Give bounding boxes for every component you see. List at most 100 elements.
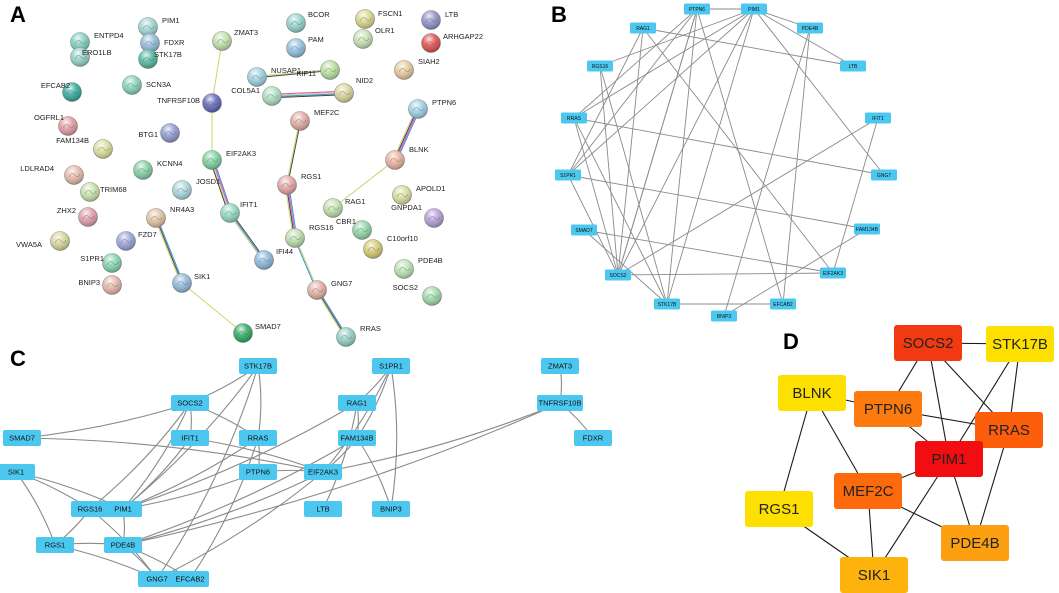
a-node-scn3a: SCN3A [122, 75, 171, 95]
a-label-bnip3: BNIP3 [78, 278, 100, 287]
a-node-siah2: SIAH2 [394, 57, 440, 80]
c-edge-eif2ak3-gng7 [156, 471, 324, 580]
c-label-rgs1: RGS1 [45, 541, 65, 550]
c-label-s1pr1: S1PR1 [379, 362, 403, 371]
c-edge-rag1-ltb [322, 402, 358, 510]
a-node-ero1lb: ERO1LB [70, 47, 112, 67]
d-node-pim1: PIM1 [915, 441, 983, 477]
a-label-rag1: RAG1 [345, 197, 365, 206]
b-node-eif2ak3: EIF2AK3 [820, 267, 846, 279]
b-node-ptpn6: PTPN6 [684, 3, 710, 15]
d-edge-rras-pde4b [974, 429, 1010, 544]
b-node-smad7: SMAD7 [571, 224, 597, 236]
a-label-btg1: BTG1 [138, 130, 158, 139]
a-edge-nusap1-kif11 [257, 70, 331, 79]
a-node-nusap1: NUSAP1 [247, 66, 301, 87]
a-edge-col5a1-nid2 [271, 90, 344, 95]
a-node-tnfrsf10b: TNFRSF10B [157, 93, 222, 113]
c-node-s1pr1: S1PR1 [372, 358, 410, 374]
c-node-zmat3: ZMAT3 [541, 358, 579, 374]
a-label-rras: RRAS [360, 324, 381, 333]
b-label-fam134b: FAM134B [856, 227, 879, 233]
a-node-ifit1: IFIT1 [220, 200, 258, 223]
c-label-stk17b: STK17B [244, 362, 272, 371]
a-label-pde4b: PDE4B [418, 256, 443, 265]
c-edge-socs2-rgs16 [89, 402, 191, 510]
c-edge-rras-pim1 [122, 437, 259, 510]
a-node-socs2: SOCS2 [393, 283, 442, 306]
a-label-ldlrad4: LDLRAD4 [20, 164, 54, 173]
b-edge-rag1-ltb [642, 27, 854, 67]
d-edge-socs2-pim1 [927, 342, 950, 460]
a-node-ptpn6: PTPN6 [408, 98, 456, 119]
b-edge-pim1-socs2 [617, 8, 755, 276]
a-label-s1pr1: S1PR1 [80, 254, 104, 263]
c-edge-socs2-smad7 [21, 402, 191, 439]
c-edge-tnfrsf10b-pde4b [122, 402, 561, 546]
b-node-ifit1: IFIT1 [865, 112, 891, 124]
b-label-socs2: SOCS2 [610, 273, 627, 279]
c-node-pde4b: PDE4B [104, 537, 142, 553]
a-label-zhx2: ZHX2 [57, 206, 76, 215]
b-label-rgs16: RGS16 [592, 64, 609, 70]
a-label-sik1: SIK1 [194, 272, 210, 281]
a-label-bcor: BCOR [308, 10, 330, 19]
b-node-pde4b: PDE4B [797, 22, 823, 34]
a-label-kcnn4: KCNN4 [157, 159, 182, 168]
d-label-rras: RRAS [988, 422, 1030, 439]
a-node-rras: RRAS [336, 324, 381, 347]
d-node-mef2c: MEF2C [834, 473, 902, 509]
a-node-eif2ak3: EIF2AK3 [202, 149, 256, 170]
a-label-nid2: NID2 [356, 76, 373, 85]
a-label-blnk: BLNK [409, 145, 429, 154]
a-node-fscn1: FSCN1 [355, 9, 403, 29]
d-node-rgs1: RGS1 [745, 491, 813, 527]
c-label-bnip3: BNIP3 [380, 505, 402, 514]
a-node-entpd4: ENTPD4 [70, 31, 124, 52]
a-label-tnfrsf10b: TNFRSF10B [157, 96, 200, 105]
c-node-gng7: GNG7 [138, 571, 176, 587]
a-edge-mef2c-rgs1 [285, 120, 300, 185]
a-label-vwa5a: VWA5A [16, 240, 42, 249]
a-node-zhx2: ZHX2 [57, 206, 98, 227]
b-label-rras: RRAS [567, 116, 582, 122]
c-edge-socs2-pim1 [122, 402, 191, 510]
a-node-blnk: BLNK [385, 145, 429, 170]
c-node-tnfrsf10b: TNFRSF10B [537, 395, 583, 411]
d-label-sik1: SIK1 [858, 567, 891, 584]
a-node-rgs16: RGS16 [285, 223, 334, 248]
a-node-ogfrl1: OGFRL1 [34, 113, 78, 136]
a-edge-mef2c-rgs1 [287, 121, 302, 186]
d-node-stk17b: STK17B [986, 326, 1054, 362]
c-label-ltb: LTB [316, 505, 329, 514]
c-node-rgs16: RGS16 [71, 501, 109, 517]
c-node-rras: RRAS [239, 430, 277, 446]
a-label-efcab2: EFCAB2 [41, 81, 70, 90]
a-label-ltb: LTB [445, 10, 458, 19]
b-edge-rras-socs2 [573, 117, 619, 276]
a-label-gnpda1: GNPDA1 [391, 203, 422, 212]
c-label-socs2: SOCS2 [177, 399, 202, 408]
b-node-rag1: RAG1 [630, 22, 656, 34]
d-label-rgs1: RGS1 [759, 501, 800, 518]
d-edge-stk17b-pim1 [948, 343, 1021, 460]
d-node-pde4b: PDE4B [941, 525, 1009, 561]
b-node-fam134b: FAM134B [854, 223, 880, 235]
b-label-pde4b: PDE4B [802, 26, 819, 32]
c-node-bnip3: BNIP3 [372, 501, 410, 517]
a-node-gnpda1: GNPDA1 [391, 203, 444, 228]
d-label-ptpn6: PTPN6 [864, 401, 912, 418]
a-edge-col5a1-nid2 [272, 93, 345, 98]
b-label-efcab2: EFCAB2 [773, 302, 793, 308]
b-edge-pim1-stk17b [666, 8, 755, 305]
a-label-fam134b: FAM134B [56, 136, 89, 145]
c-edge-s1pr1-eif2ak3 [322, 365, 392, 473]
b-edge-ptpn6-stk17b [666, 8, 698, 305]
a-edge-nr4a3-sik1 [155, 217, 183, 284]
b-edge-pde4b-efcab2 [782, 27, 811, 305]
a-node-kcnn4: KCNN4 [133, 159, 182, 180]
d-label-pde4b: PDE4B [950, 535, 999, 552]
